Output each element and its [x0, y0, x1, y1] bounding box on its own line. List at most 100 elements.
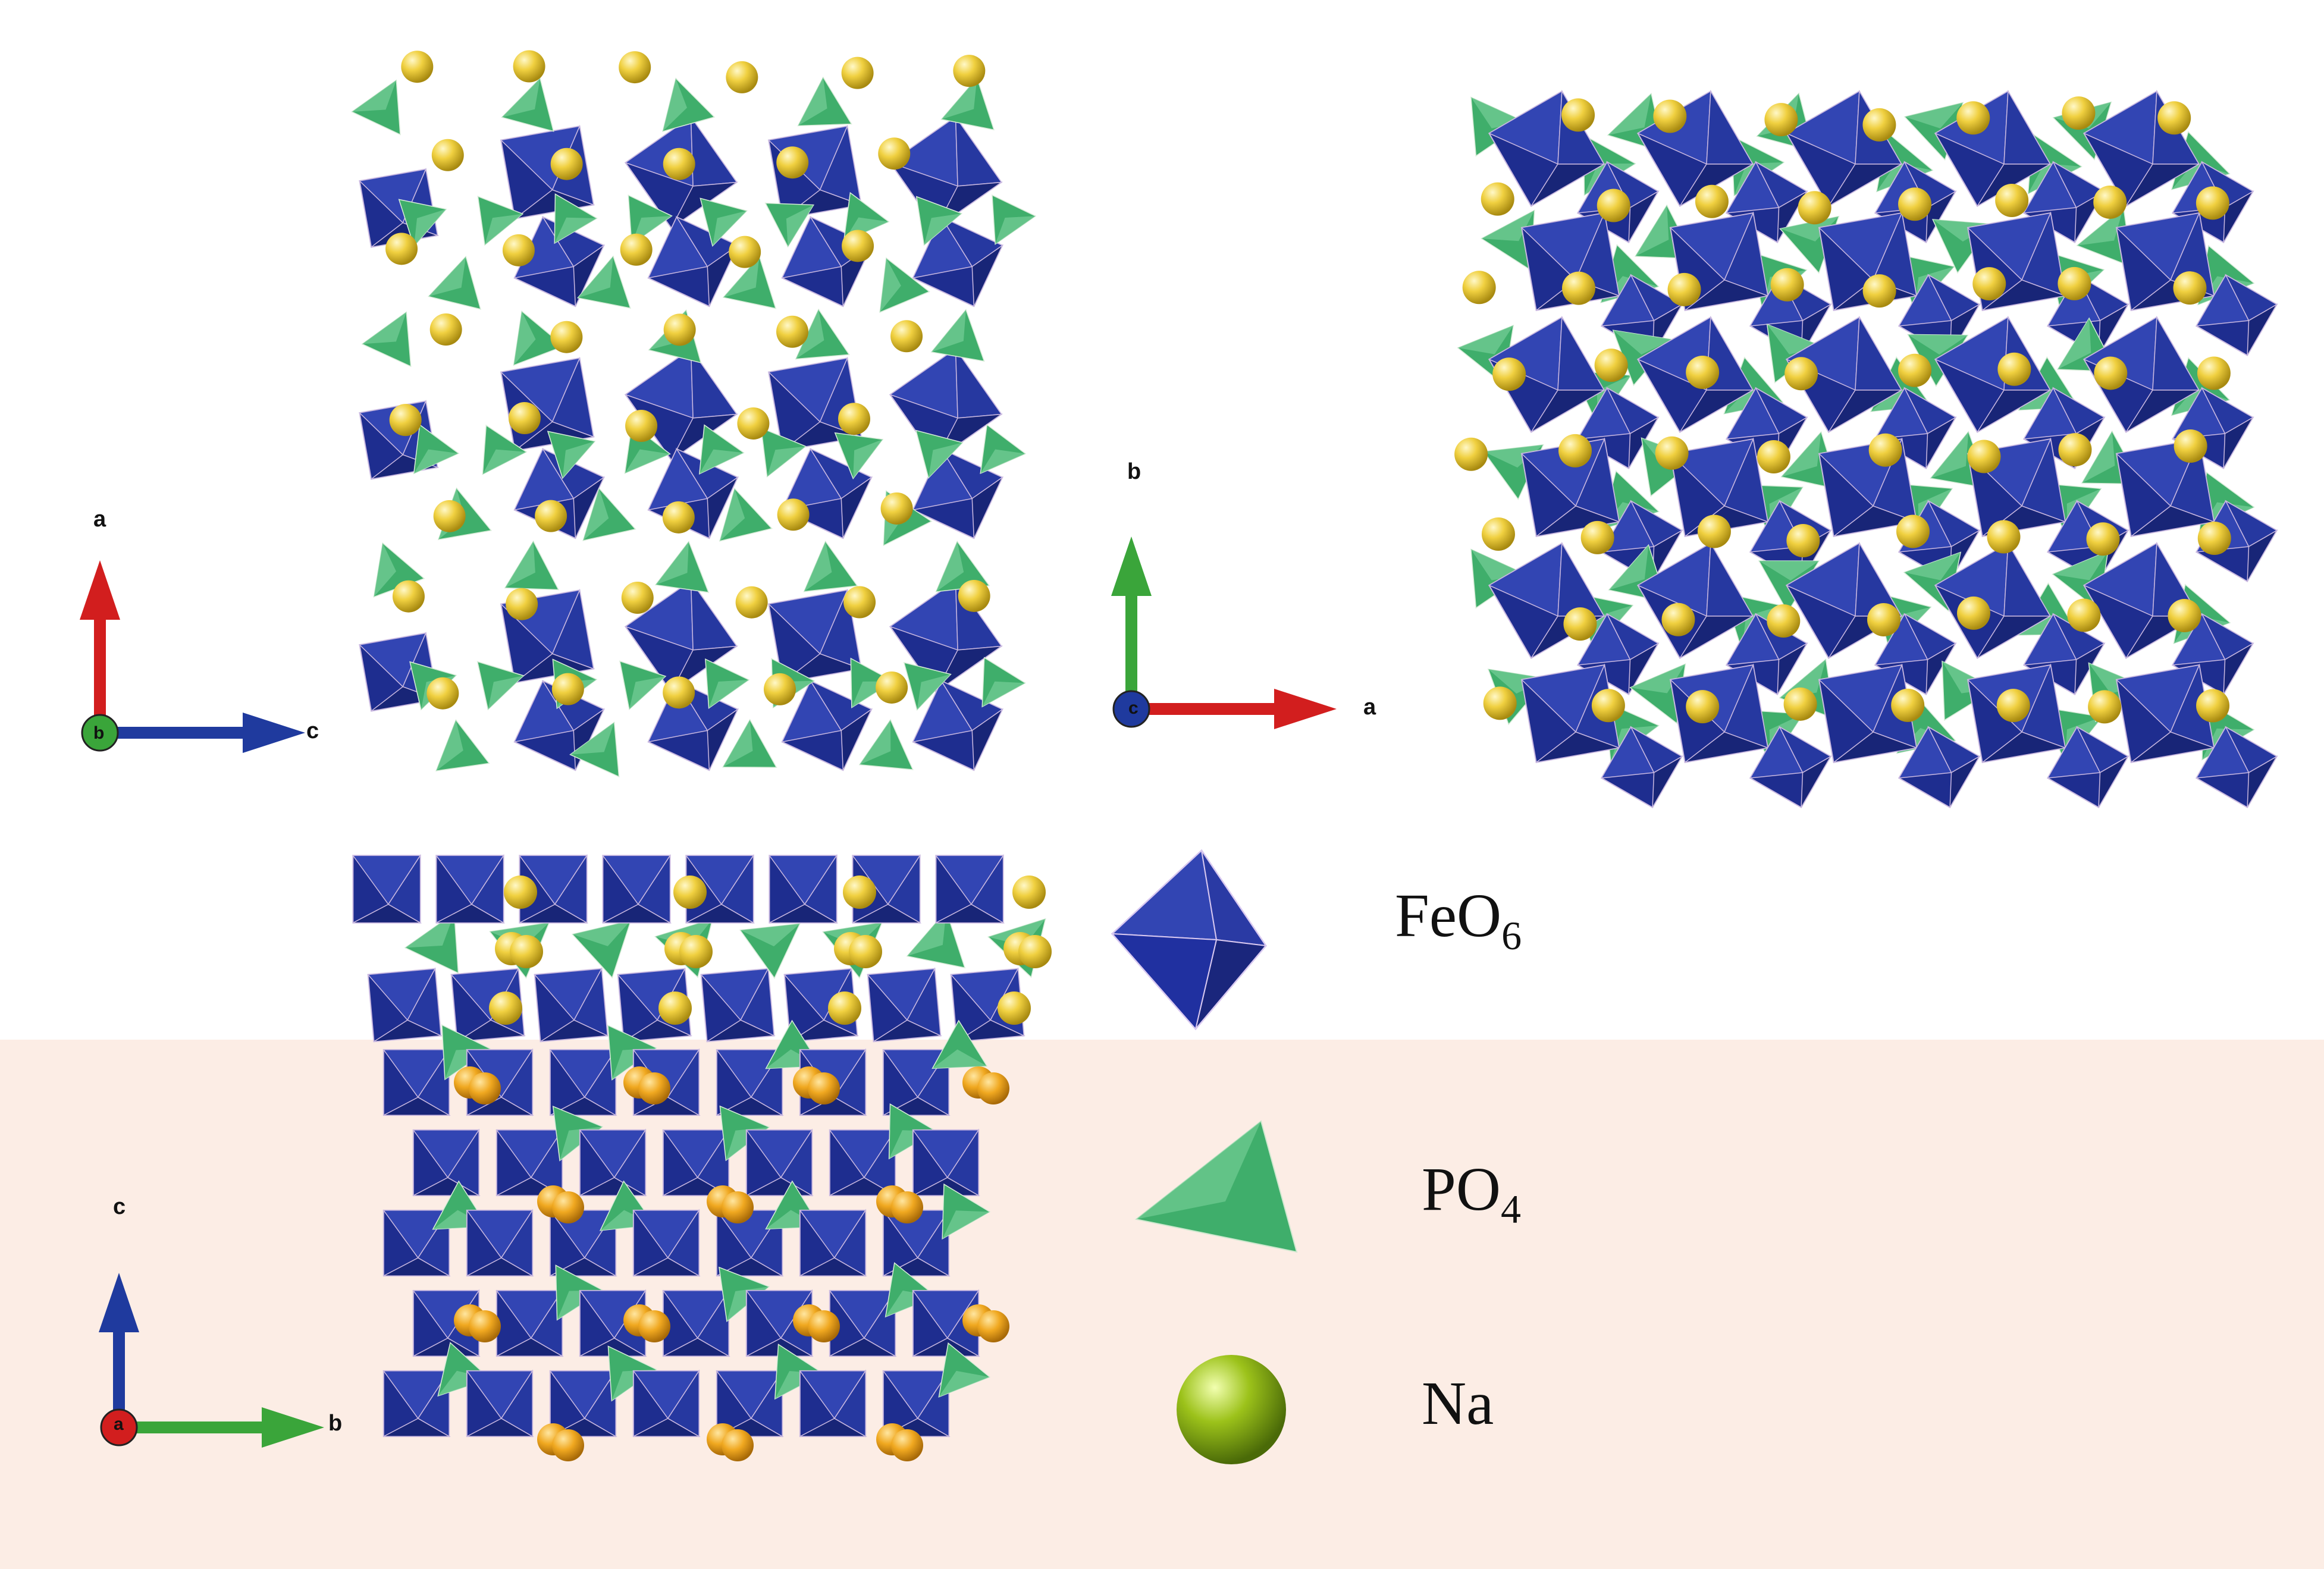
po4-tetrahedron — [722, 718, 777, 768]
feo6-octahedron — [466, 1369, 534, 1438]
na-atom — [550, 321, 583, 353]
feo6-octahedron — [601, 853, 672, 924]
na-atom — [510, 935, 543, 968]
po4-tetrahedron — [569, 721, 620, 778]
legend-po4: PO4 — [1422, 1154, 1521, 1233]
na-atom — [2196, 689, 2230, 723]
po4-tetrahedron — [705, 658, 750, 710]
na-atom — [1867, 603, 1901, 636]
axis-arrow-up — [80, 560, 120, 733]
axis-arrow-right — [119, 1407, 324, 1448]
axis-arrow-right — [1131, 689, 1337, 729]
legend-feo6-main: FeO — [1395, 881, 1502, 950]
na-atom — [535, 500, 567, 532]
feo6-octahedron — [466, 1209, 534, 1277]
na-atom — [1770, 268, 1804, 302]
feo6-octahedron — [912, 216, 1004, 307]
na-atom — [1868, 433, 1902, 467]
na-atom — [1997, 352, 2031, 386]
na-atom — [1561, 271, 1595, 305]
na-atom — [1561, 98, 1595, 132]
na-atom — [504, 875, 537, 909]
na-atom — [508, 402, 541, 435]
axis-label-right-2: a — [1363, 695, 1376, 720]
po4-tetrahedron — [351, 79, 401, 136]
feo6-octahedron — [662, 1289, 730, 1357]
na-atom — [1697, 514, 1731, 548]
na-atom — [513, 50, 545, 83]
po4-tetrahedron — [482, 424, 528, 475]
po4-tetrahedron — [803, 540, 858, 592]
feo6-octahedron — [1601, 500, 1683, 582]
na-atom — [1454, 437, 1488, 471]
po4-tetrahedron — [760, 427, 807, 478]
na-atom — [828, 991, 861, 1025]
po4-tetrahedron — [582, 487, 636, 541]
axis-triad-3 — [99, 1273, 324, 1448]
axis-origin-2: c — [1128, 698, 1139, 718]
feo6-octahedron — [1488, 315, 1606, 433]
axis-arrow-right — [100, 713, 305, 753]
po4-tetrahedron — [915, 429, 964, 479]
na-atom — [469, 1072, 501, 1104]
po4-tetrahedron — [981, 657, 1027, 708]
po4-tetrahedron — [980, 423, 1027, 475]
na-atom — [998, 991, 1031, 1025]
feo6-octahedron — [745, 1128, 814, 1197]
na-atom — [726, 61, 758, 93]
po4-tetrahedron — [879, 257, 930, 313]
na-atom — [1786, 523, 1820, 557]
legend-na-main: Na — [1422, 1369, 1494, 1438]
na-atom — [1957, 596, 1991, 630]
na-atom — [737, 407, 770, 440]
na-atom — [429, 313, 462, 346]
axis-triad-1 — [80, 560, 305, 753]
na-atom — [2197, 522, 2231, 556]
feo6-octahedron — [1669, 663, 1770, 764]
na-atom — [1996, 689, 2030, 723]
na-atom — [722, 1191, 754, 1223]
feo6-octahedron — [1601, 726, 1683, 808]
na-atom — [1995, 183, 2029, 217]
feo6-octahedron — [912, 448, 1004, 539]
feo6-octahedron — [549, 1048, 617, 1116]
axis-label-up-3: c — [113, 1194, 126, 1219]
feo6-octahedron — [2047, 726, 2129, 808]
structure-view-c — [1454, 89, 2278, 808]
po4-tetrahedron — [992, 194, 1037, 245]
na-atom — [2086, 522, 2120, 556]
na-atom — [776, 315, 809, 348]
feo6-octahedron — [2023, 613, 2106, 695]
po4-tetrahedron — [571, 920, 632, 979]
legend-feo6: FeO6 — [1395, 880, 1522, 959]
feo6-octahedron — [495, 1289, 564, 1357]
na-atom — [506, 588, 538, 620]
na-atom — [880, 492, 913, 525]
feo6-octahedron — [700, 967, 776, 1043]
na-atom — [663, 676, 695, 709]
na-atom — [621, 582, 654, 614]
na-atom — [502, 234, 535, 266]
feo6-octahedron — [352, 853, 422, 924]
na-atom — [1898, 353, 1932, 387]
na-atom — [1653, 99, 1687, 133]
na-atom — [638, 1072, 670, 1104]
na-atom — [433, 500, 466, 532]
na-atom — [469, 1310, 501, 1342]
po4-tetrahedron — [654, 540, 710, 593]
na-atom — [1661, 603, 1695, 636]
na-atom — [550, 148, 583, 180]
na-atom — [1987, 520, 2021, 554]
na-atom — [2157, 101, 2191, 135]
feo6-octahedron — [851, 853, 922, 924]
na-atom — [841, 57, 874, 89]
na-atom — [1492, 357, 1526, 391]
feo6-octahedron — [435, 853, 506, 924]
na-atom — [2058, 266, 2091, 300]
legend-po4-sub: 4 — [1500, 1187, 1521, 1232]
na-atom — [552, 1429, 584, 1461]
na-atom — [1898, 187, 1932, 221]
po4-tetrahedron — [361, 311, 412, 368]
feo6-octahedron — [1934, 315, 2052, 433]
feo6-octahedron — [829, 1128, 897, 1197]
